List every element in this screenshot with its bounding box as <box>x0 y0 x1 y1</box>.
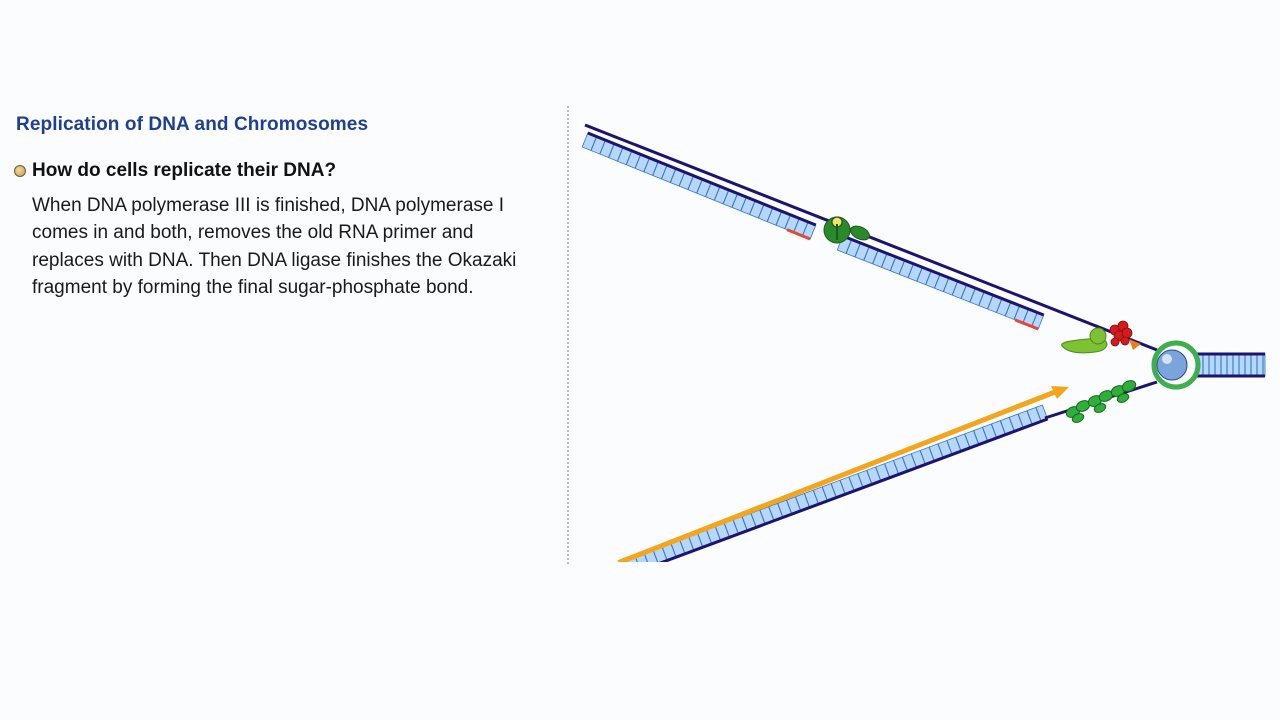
okazaki-fragment-lower <box>836 234 1045 331</box>
single-strand-binding-proteins <box>1065 380 1137 423</box>
primase <box>1109 320 1141 350</box>
question-row: How do cells replicate their DNA? <box>14 160 336 182</box>
okazaki-fragment-upper <box>581 131 817 241</box>
lagging-template-strand <box>584 123 1158 352</box>
orange-circle-bullet-icon <box>14 165 26 177</box>
leading-strand-arrow <box>617 389 1058 562</box>
helicase-ring <box>1151 340 1201 390</box>
replication-fork-diagram <box>581 123 1266 562</box>
slide-title: Replication of DNA and Chromosomes <box>16 114 369 135</box>
dna-ligase <box>1061 327 1108 354</box>
leading-strand-arrowhead <box>1051 386 1069 399</box>
question-text: How do cells replicate their DNA? <box>32 160 337 181</box>
body-paragraph: When DNA polymerase III is finished, DNA… <box>32 195 517 298</box>
dna-polymerase-i <box>823 216 870 244</box>
vertical-divider <box>567 106 569 564</box>
parental-duplex <box>1196 352 1266 378</box>
